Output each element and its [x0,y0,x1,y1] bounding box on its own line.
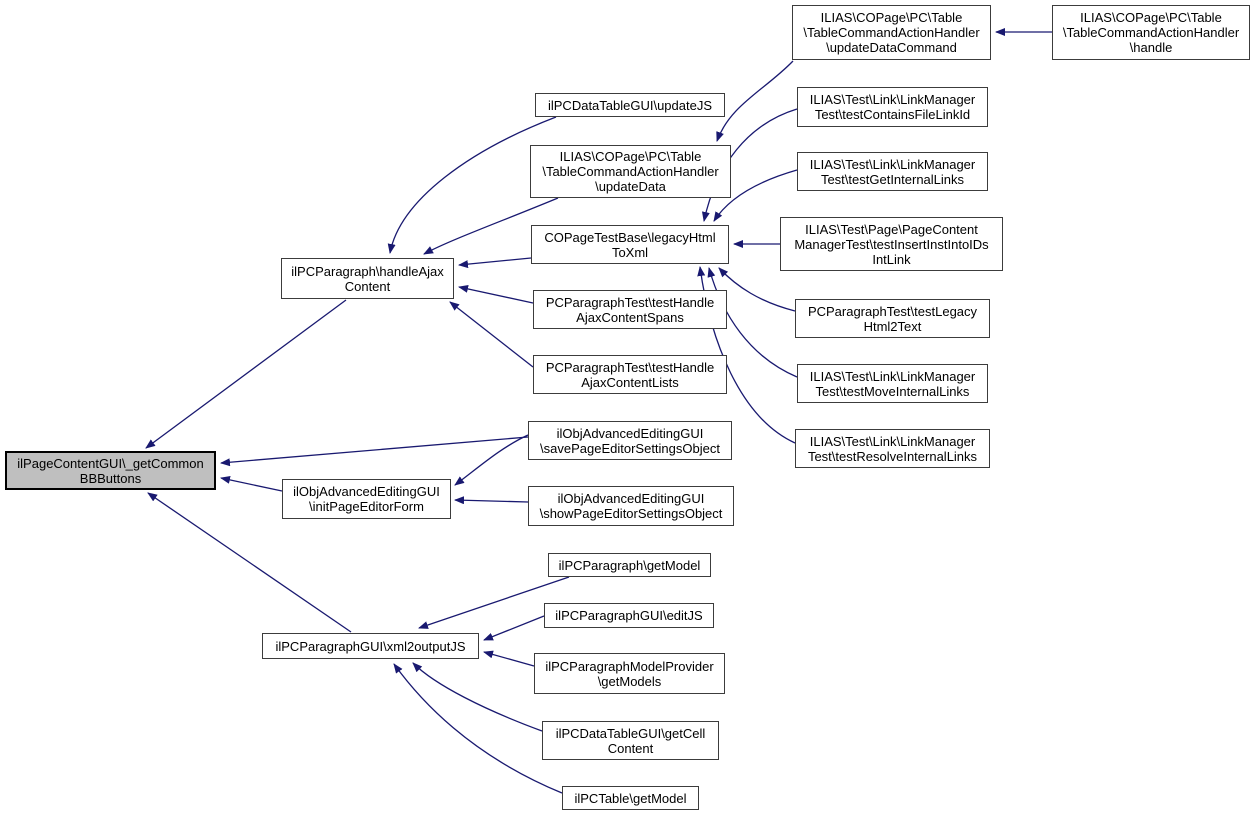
node-getCellContent[interactable]: ilPCDataTableGUI\getCell Content [542,721,719,760]
node-editJS[interactable]: ilPCParagraphGUI\editJS [544,603,714,628]
edge-initPageEditorForm-to-getCommonBBButtons [220,475,283,492]
edge-getModels-to-xml2outputJS [483,650,535,667]
node-getModels[interactable]: ilPCParagraphModelProvider \getModels [534,653,725,694]
edge-editJS-to-xml2outputJS [483,615,545,641]
node-savePageEditorSettingsObject[interactable]: ilObjAdvancedEditingGUI \savePageEditorS… [528,421,732,460]
edge-updateDataCommand-to-updateData [716,60,794,142]
node-showPageEditorSettingsObject[interactable]: ilObjAdvancedEditingGUI \showPageEditorS… [528,486,734,526]
edge-xml2outputJS-to-getCommonBBButtons [147,492,352,633]
edge-testHandleAjaxContentLists-to-handleAjaxContent [449,301,534,368]
edge-paragraphGetModel-to-xml2outputJS [418,576,570,629]
node-updateData[interactable]: ILIAS\COPage\PC\Table \TableCommandActio… [530,145,731,198]
node-handle[interactable]: ILIAS\COPage\PC\Table \TableCommandActio… [1052,5,1250,60]
edge-testMoveInternalLinks-to-legacyHtmlToXml [707,267,798,378]
node-paragraphGetModel[interactable]: ilPCParagraph\getModel [548,553,711,577]
edge-getCellContent-to-xml2outputJS [412,662,543,732]
node-testLegacyHtml2Text[interactable]: PCParagraphTest\testLegacy Html2Text [795,299,990,338]
node-xml2outputJS[interactable]: ilPCParagraphGUI\xml2outputJS [262,633,479,659]
edge-showPageEditorSettingsObject-to-initPageEditorForm [454,496,529,505]
node-initPageEditorForm[interactable]: ilObjAdvancedEditingGUI \initPageEditorF… [282,479,451,519]
node-testHandleAjaxContentLists[interactable]: PCParagraphTest\testHandle AjaxContentLi… [533,355,727,394]
edge-savePageEditorSettingsObject-to-initPageEditorForm [454,434,529,486]
edge-testContainsFileLinkId-to-legacyHtmlToXml [701,108,798,222]
node-updateDataCommand[interactable]: ILIAS\COPage\PC\Table \TableCommandActio… [792,5,991,60]
node-testInsertInstIntoIDsIntLink[interactable]: ILIAS\Test\Page\PageContent ManagerTest\… [780,217,1003,271]
node-testMoveInternalLinks[interactable]: ILIAS\Test\Link\LinkManager Test\testMov… [797,364,988,403]
node-legacyHtmlToXml[interactable]: COPageTestBase\legacyHtml ToXml [531,225,729,264]
edge-savePageEditorSettingsObject-to-getCommonBBButtons [220,436,529,467]
edge-testGetInternalLinks-to-legacyHtmlToXml [713,169,798,222]
edge-testLegacyHtml2Text-to-legacyHtmlToXml [718,267,796,312]
edge-handleAjaxContent-to-getCommonBBButtons [145,299,347,449]
edge-updateJS-to-handleAjaxContent [387,116,557,254]
edge-updateData-to-handleAjaxContent [423,197,559,255]
node-updateJS[interactable]: ilPCDataTableGUI\updateJS [535,93,725,117]
node-handleAjaxContent[interactable]: ilPCParagraph\handleAjax Content [281,258,454,299]
node-testGetInternalLinks[interactable]: ILIAS\Test\Link\LinkManager Test\testGet… [797,152,988,191]
node-testHandleAjaxContentSpans[interactable]: PCParagraphTest\testHandle AjaxContentSp… [533,290,727,329]
node-testContainsFileLinkId[interactable]: ILIAS\Test\Link\LinkManager Test\testCon… [797,87,988,127]
edge-tableGetModel-to-xml2outputJS [393,663,563,794]
edge-legacyHtmlToXml-to-handleAjaxContent [458,257,532,269]
node-tableGetModel[interactable]: ilPCTable\getModel [562,786,699,810]
node-testResolveInternalLinks[interactable]: ILIAS\Test\Link\LinkManager Test\testRes… [795,429,990,468]
node-getCommonBBButtons[interactable]: ilPageContentGUI\_getCommon BBButtons [5,451,216,490]
edge-testHandleAjaxContentSpans-to-handleAjaxContent [458,284,534,304]
